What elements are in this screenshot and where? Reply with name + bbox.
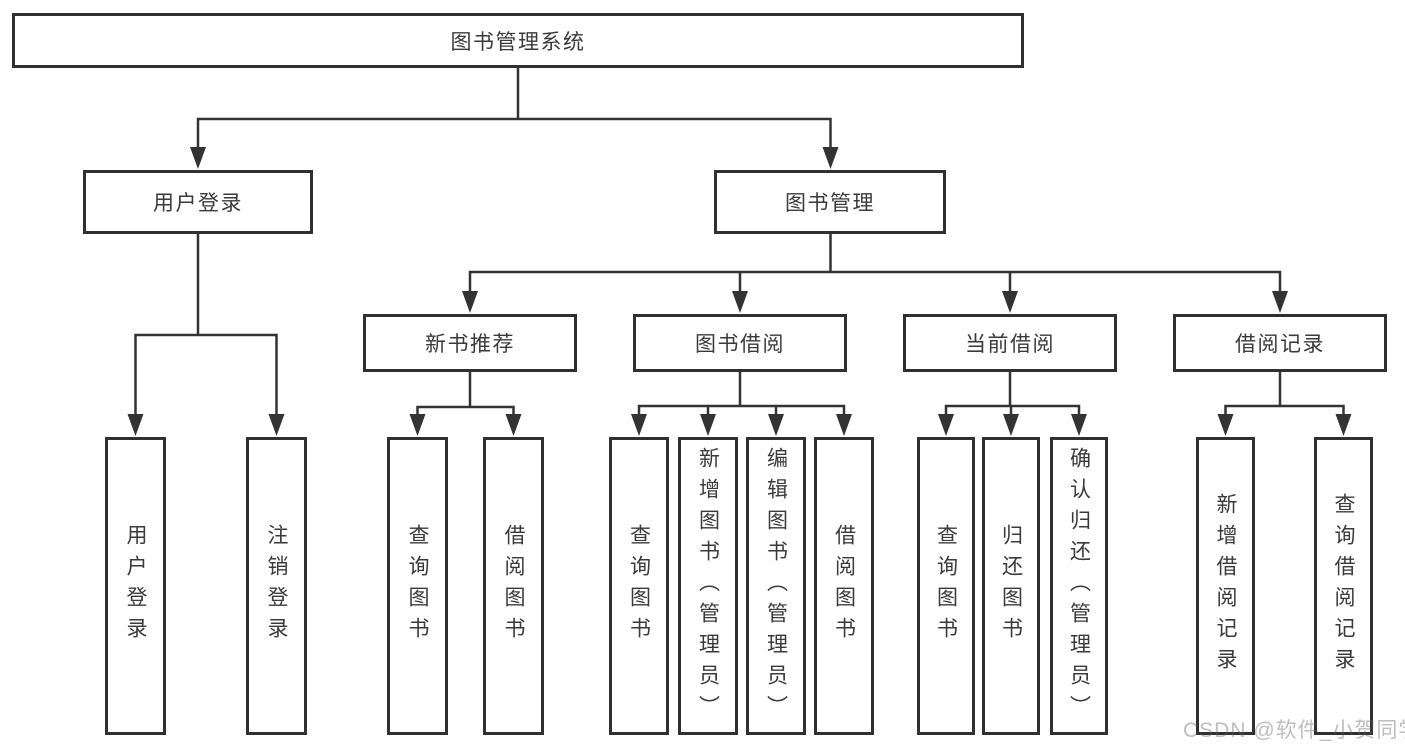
node-current-confirm-return-admin: 确认归还（管理员）	[1050, 437, 1108, 735]
node-user-login: 用户登录	[83, 170, 313, 234]
connector-book-borrow-children	[631, 372, 852, 436]
node-borrow-query-book: 查询图书	[609, 437, 669, 735]
connector-root-to-level2	[190, 68, 839, 169]
node-borrow-edit-book-admin-label: 编辑图书（管理员）	[764, 446, 788, 726]
node-record-query-record-label: 查询借阅记录	[1332, 493, 1355, 679]
node-borrow-borrow-book-label: 借阅图书	[832, 524, 856, 648]
node-borrow-record: 借阅记录	[1173, 314, 1387, 372]
connector-book-management-children	[462, 234, 1288, 313]
node-user-login-leaf: 用户登录	[105, 437, 166, 735]
connector-current-borrow-children	[938, 372, 1087, 436]
node-newbook-borrow-book: 借阅图书	[483, 437, 544, 735]
node-book-borrow: 图书借阅	[633, 314, 847, 372]
node-current-return-book-label: 归还图书	[999, 524, 1023, 648]
node-current-borrow: 当前借阅	[903, 314, 1117, 372]
node-newbook-query-book-label: 查询图书	[406, 524, 429, 648]
node-user-login-leaf-label: 用户登录	[124, 524, 147, 648]
connector-new-book-children	[409, 372, 522, 436]
node-record-query-record: 查询借阅记录	[1314, 437, 1373, 735]
node-logout: 注销登录	[246, 437, 307, 735]
node-newbook-borrow-book-label: 借阅图书	[502, 524, 525, 648]
node-new-book-recommend: 新书推荐	[363, 314, 577, 372]
node-book-borrow-label: 图书借阅	[695, 333, 785, 356]
node-logout-label: 注销登录	[265, 524, 288, 648]
node-current-confirm-return-admin-label: 确认归还（管理员）	[1067, 446, 1091, 726]
connector-user-login-children	[127, 234, 285, 436]
connector-borrow-record-children	[1217, 372, 1352, 436]
node-borrow-edit-book-admin: 编辑图书（管理员）	[746, 437, 806, 735]
node-newbook-query-book: 查询图书	[387, 437, 448, 735]
node-borrow-add-book-admin-label: 新增图书（管理员）	[696, 446, 720, 726]
node-current-query-book: 查询图书	[917, 437, 975, 735]
node-new-book-recommend-label: 新书推荐	[425, 333, 515, 356]
node-user-login-label: 用户登录	[153, 192, 243, 215]
node-current-return-book: 归还图书	[982, 437, 1040, 735]
node-borrow-add-book-admin: 新增图书（管理员）	[678, 437, 738, 735]
node-borrow-record-label: 借阅记录	[1235, 333, 1325, 356]
node-book-management: 图书管理	[714, 170, 946, 234]
node-record-add-record-label: 新增借阅记录	[1214, 493, 1237, 679]
node-current-borrow-label: 当前借阅	[965, 333, 1055, 356]
node-record-add-record: 新增借阅记录	[1196, 437, 1255, 735]
node-current-query-book-label: 查询图书	[934, 524, 958, 648]
node-book-management-label: 图书管理	[785, 192, 875, 215]
node-library-system-label: 图书管理系统	[450, 30, 586, 54]
node-borrow-borrow-book: 借阅图书	[814, 437, 874, 735]
node-borrow-query-book-label: 查询图书	[627, 524, 651, 648]
node-library-system: 图书管理系统	[12, 13, 1024, 68]
watermark: CSDN @软件_小贺同学	[1183, 719, 1405, 742]
